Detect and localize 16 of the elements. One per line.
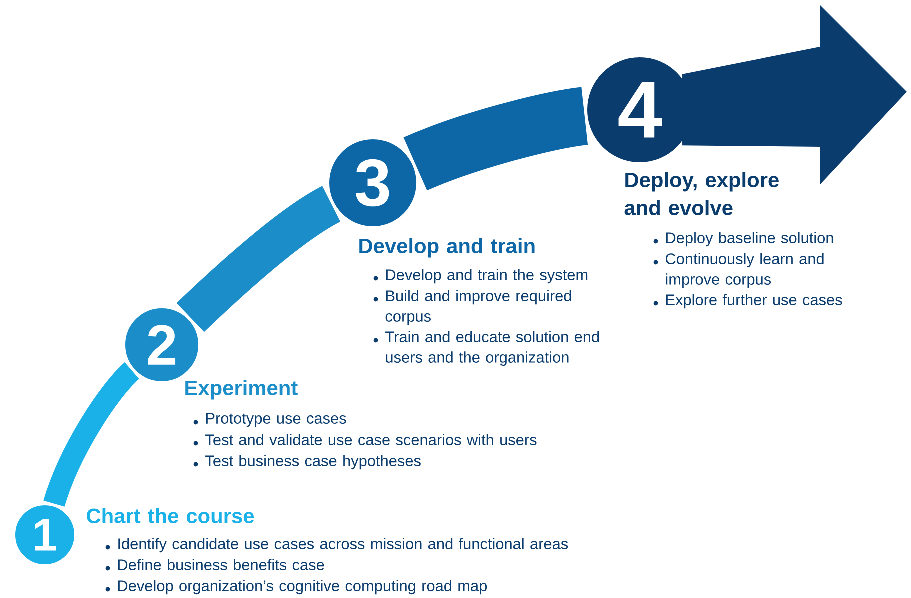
arrow: [682, 5, 907, 185]
bullet-item: Develop organization’s cognitive computing road map: [106, 580, 487, 595]
bullet-item: Define business benefits case: [106, 559, 324, 571]
bullet-item: Continuously learn and improve corpus: [654, 253, 824, 288]
bullet-item: Build and improve required corpus: [374, 290, 572, 325]
bullet-item: Explore further use cases: [654, 294, 842, 309]
bullet-item: Train and educate solution end users and the organization: [374, 331, 600, 366]
bullet-item: Prototype use cases: [194, 413, 346, 428]
bullet-item: Develop and train the system: [374, 269, 588, 284]
bullet-item: Test business case hypotheses: [194, 455, 421, 470]
step-heading: Develop and train: [360, 238, 535, 258]
step-heading: Deploy, explore and evolve: [624, 172, 779, 216]
bullet-item: Deploy baseline solution: [654, 232, 834, 247]
step-heading: Chart the course: [87, 508, 254, 524]
bullet-item: Identify candidate use cases across mission and functional areas: [106, 538, 568, 553]
bullet-item: Test and validate use case scenarios with users: [194, 434, 537, 446]
